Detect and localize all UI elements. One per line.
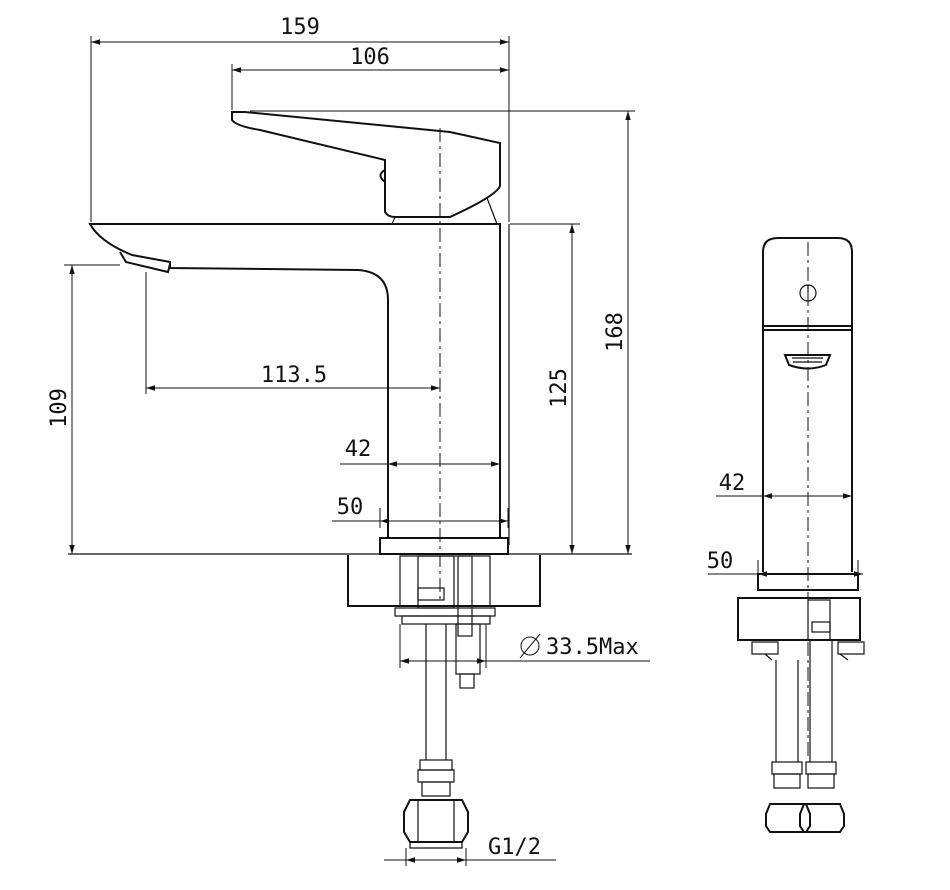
aerator <box>119 251 171 274</box>
front-body <box>762 326 853 572</box>
dim-spout-clearance: 109 <box>47 388 72 428</box>
base-ring <box>379 537 509 555</box>
dim-base-width-front: 50 <box>707 549 734 574</box>
side-view: 159 106 168 125 109 113.5 42 50 33.5Max … <box>47 15 650 866</box>
lever-joint <box>391 197 498 225</box>
front-nut-left <box>765 803 811 833</box>
lever-pivot <box>379 169 386 183</box>
front-mounting <box>751 599 865 661</box>
lever-handle <box>231 111 501 218</box>
dim-hole-diameter: 33.5Max <box>546 635 639 660</box>
dim-spout-height: 125 <box>547 368 572 408</box>
supply-hose <box>403 624 469 849</box>
dimension-lines <box>69 39 650 863</box>
dim-body-width-front: 42 <box>719 471 746 496</box>
front-hoses <box>765 640 845 833</box>
front-dimensions <box>708 493 863 577</box>
front-nut-right <box>799 803 845 833</box>
aerator-front <box>783 354 832 370</box>
dim-connection-thread: G1/2 <box>488 835 541 860</box>
extension-lines <box>64 36 635 866</box>
hex-nut <box>403 799 469 843</box>
dim-base-width: 50 <box>337 495 364 520</box>
dim-overall-width: 159 <box>280 15 320 40</box>
mounting-assembly <box>394 555 496 689</box>
dim-overall-height: 168 <box>603 312 628 352</box>
diameter-symbol-icon <box>519 633 541 659</box>
dim-spout-reach: 113.5 <box>261 363 327 388</box>
front-handle <box>762 237 853 327</box>
dim-lever-length: 106 <box>350 45 390 70</box>
front-countertop <box>737 597 861 641</box>
spout-body <box>88 223 501 539</box>
dim-body-width: 42 <box>345 437 372 462</box>
front-view: 42 50 <box>707 237 865 833</box>
